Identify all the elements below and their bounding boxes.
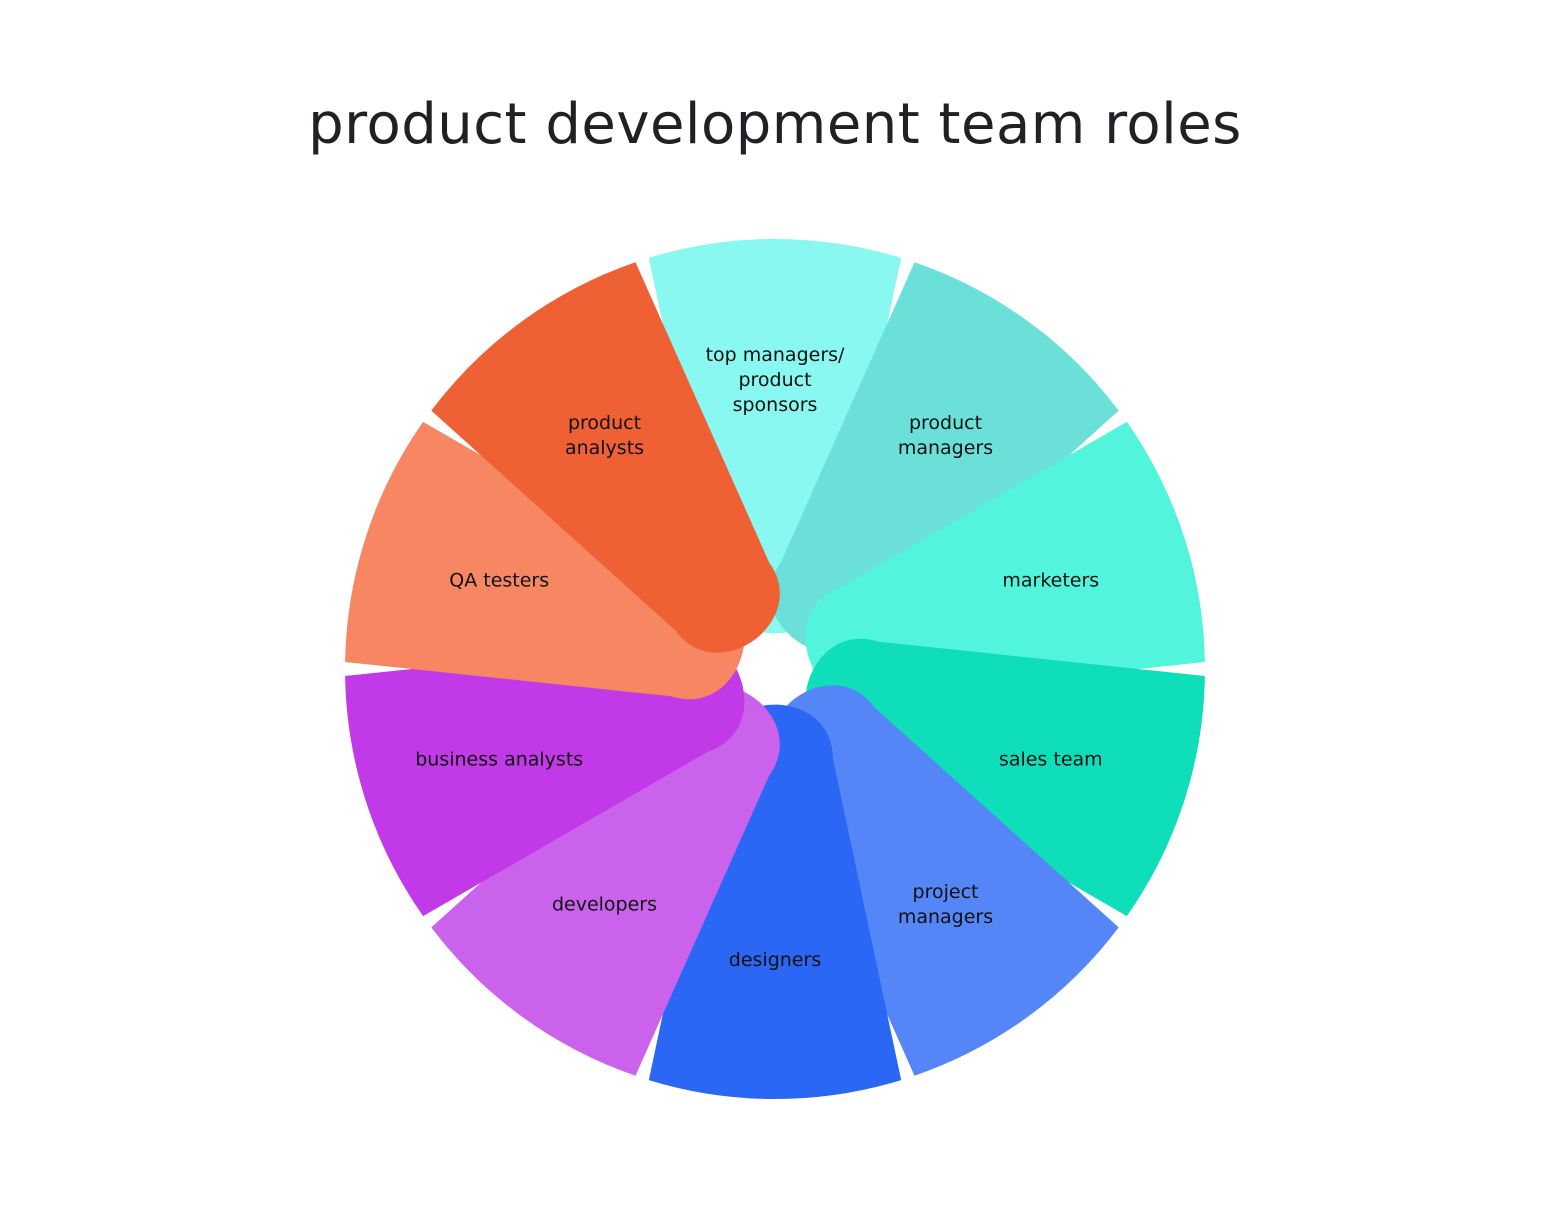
segment-label-line: QA testers — [449, 569, 549, 591]
wheel-labels: top managers/product sponsors product manag… — [415, 344, 1102, 971]
segment-label-line: sponsors — [733, 394, 818, 416]
diagram-title: product development team roles — [308, 92, 1242, 157]
segment-business-analysts — [345, 638, 745, 917]
segment-label-line: sales team — [999, 749, 1103, 771]
segment-qa-testers — [345, 421, 745, 700]
segment-developers — [431, 685, 780, 1076]
segment-label-line: managers — [898, 906, 993, 928]
segment-label-line: marketers — [1002, 569, 1099, 591]
segment-sales-team — [805, 638, 1205, 917]
segment-label: sales team — [999, 749, 1103, 771]
segment-label-line: managers — [898, 437, 993, 459]
segment-label: project managers — [898, 881, 993, 928]
wheel-segments — [345, 238, 1205, 1100]
segment-label-line: product — [568, 412, 641, 434]
segment-label: marketers — [1002, 569, 1099, 591]
segment-label-line: designers — [729, 949, 821, 971]
segment-label: QA testers — [449, 569, 549, 591]
segment-label-line: top managers/ — [706, 344, 845, 366]
segment-label-line: business analysts — [415, 749, 583, 771]
segment-product-managers — [770, 262, 1119, 653]
segment-product-analysts — [431, 262, 780, 653]
segment-label: top managers/product sponsors — [706, 344, 845, 416]
segment-label: designers — [729, 949, 821, 971]
segment-label: developers — [552, 894, 657, 916]
segment-project-managers — [770, 685, 1119, 1076]
segment-label: business analysts — [415, 749, 583, 771]
segment-label-line: product — [909, 412, 982, 434]
segment-marketers — [805, 421, 1205, 700]
segment-label-line: product — [738, 369, 811, 391]
segment-label-line: project — [913, 881, 979, 903]
segment-label-line: developers — [552, 894, 657, 916]
segment-label: product managers — [898, 412, 993, 459]
segment-label-line: analysts — [565, 437, 644, 459]
segment-label: product analysts — [565, 412, 644, 459]
